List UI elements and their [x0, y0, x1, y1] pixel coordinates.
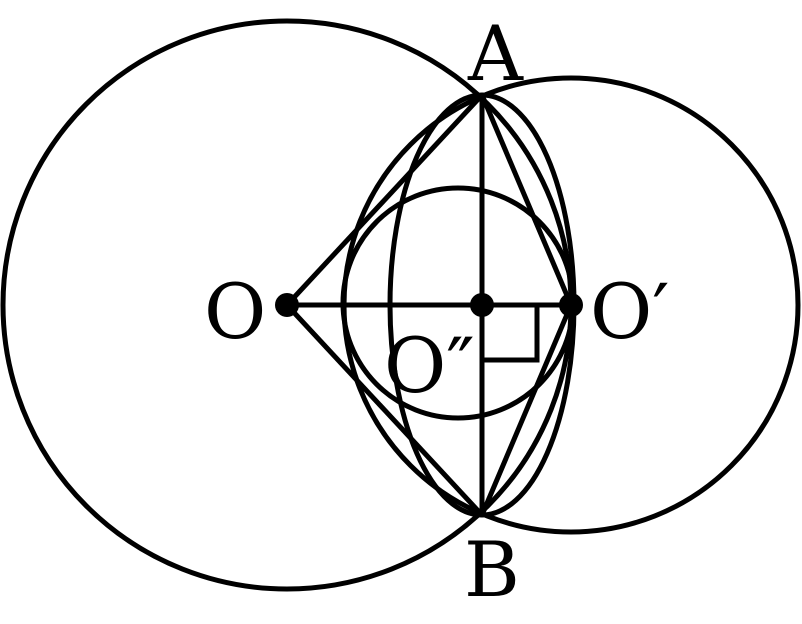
point-o-double-prime: [470, 293, 494, 317]
segment-o-prime-a: [479, 94, 574, 306]
label-o-double-prime: O″: [384, 321, 475, 410]
right-angle-marker: [482, 305, 540, 363]
label-o-prime: O′: [590, 267, 670, 356]
segment-o-prime-b: [479, 304, 574, 516]
label-b: B: [464, 525, 520, 614]
point-o: [275, 293, 299, 317]
segment-oa: [285, 93, 484, 307]
segment-ob: [285, 303, 484, 517]
label-a: A: [467, 9, 524, 98]
label-o: O: [204, 267, 266, 356]
point-o-prime: [559, 293, 583, 317]
